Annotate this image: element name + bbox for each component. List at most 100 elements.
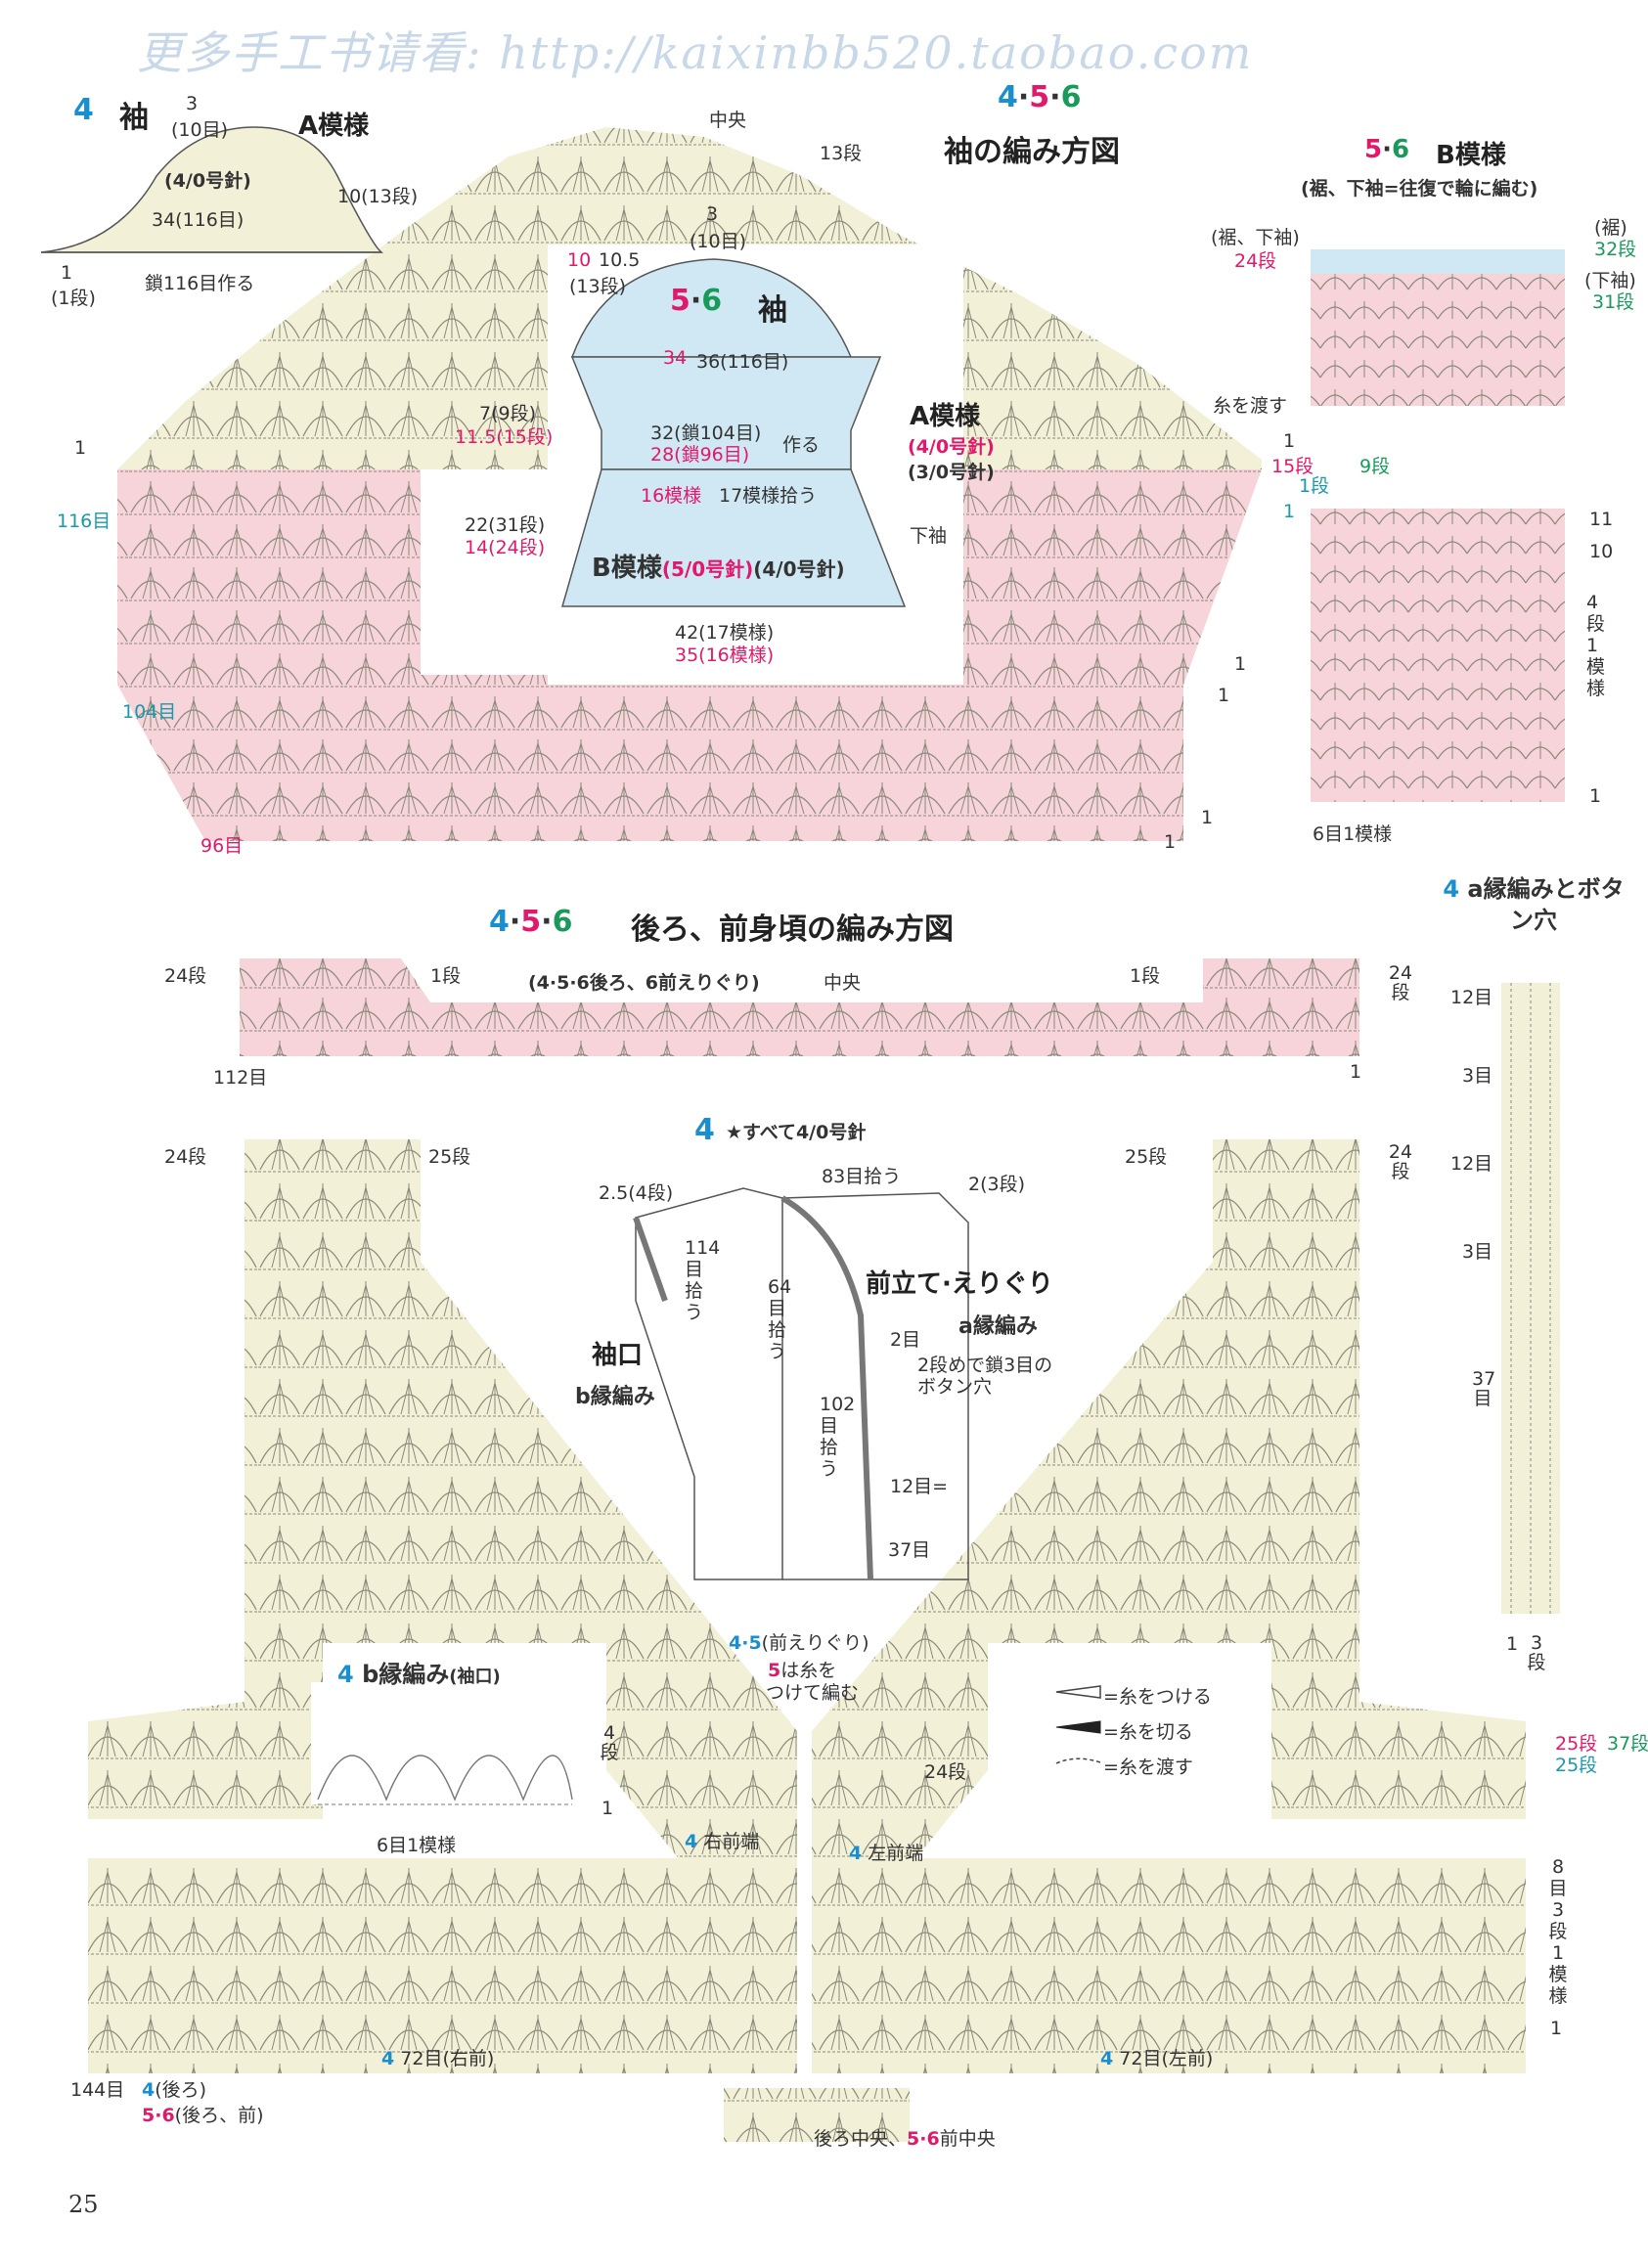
- b-pattern-r1: 1: [1589, 785, 1602, 807]
- body-chart-r24b-right: 24段: [1388, 1141, 1413, 1182]
- sleeve56-needle-a1: (4/0号針): [908, 436, 995, 458]
- sleeve4-needle: (4/0号針): [164, 170, 251, 192]
- front-diagram-e37: 37目: [888, 1539, 931, 1561]
- sleeve-chart-num-4: 4: [998, 80, 1018, 114]
- sleeve56-num-5: 5: [670, 284, 690, 318]
- body-chart-right-front: 右前端: [703, 1831, 760, 1852]
- b-pattern-rep: 4段1模様: [1586, 592, 1606, 699]
- body-chart-r1-left: 1段: [430, 965, 462, 987]
- body-chart-right-front-line: 4 右前端: [685, 1827, 759, 1853]
- sleeve56-w2a: 42(17模様): [675, 622, 775, 644]
- b-pattern-num-6: 6: [1391, 135, 1410, 164]
- sleeve-chart-one-g: 1: [1201, 807, 1214, 828]
- b-edging-r4: 4段: [600, 1722, 619, 1763]
- body-chart-r25b: 25段: [1555, 1733, 1598, 1755]
- body-chart-w112: 112目: [213, 1067, 268, 1089]
- sleeve-chart-r9: 9段: [1359, 456, 1391, 477]
- sleeve56-h1b: 10.5: [599, 249, 641, 271]
- b-edging-num: 4: [337, 1661, 354, 1688]
- front-diagram-pick83: 83目拾う: [822, 1166, 902, 1187]
- a-edging-strip: [1501, 983, 1560, 1614]
- b-pattern-nums: 5·6: [1364, 135, 1410, 164]
- page-number: 25: [68, 2191, 99, 2218]
- b-edging-sub: (袖口): [449, 1667, 501, 1687]
- a-edging-e12a: 12目: [1450, 987, 1493, 1008]
- body-top-band: [240, 958, 1359, 1056]
- sleeve56-mid1: 32(鎖104目): [650, 422, 762, 444]
- sleeve56-top: 3: [706, 203, 719, 225]
- body-chart-rf-num: 4: [685, 1831, 698, 1852]
- body-chart-r24c: 24段: [924, 1761, 967, 1783]
- b-pattern-stitch: 6目1模様: [1313, 823, 1393, 845]
- body-chart-center-front: 前中央: [939, 2128, 996, 2150]
- front-diagram-cuff: 袖口: [592, 1341, 644, 1370]
- body-chart-attach-line: 5は糸を: [768, 1656, 836, 1682]
- body-chart-back56: (後ろ、前): [174, 2105, 264, 2126]
- body-cream: [88, 1139, 1526, 2142]
- body-chart-neck45: (前えりぐり): [761, 1632, 869, 1654]
- front-diagram-pick102: 102目拾う: [820, 1394, 856, 1480]
- b-pattern-title: B模様: [1436, 141, 1506, 170]
- b-pattern-r-b: 32段: [1594, 239, 1637, 260]
- front-diagram-btn: 2段めで鎖3目のボタン穴: [917, 1355, 1053, 1398]
- body-chart-nums: 4·5·6: [489, 905, 573, 939]
- sleeve56-needle-b2: (4/0号針): [753, 557, 845, 581]
- body-chart-neck-note: (4·5·6後ろ、6前えりぐり): [528, 972, 760, 994]
- sleeve-chart-r1dan: 1段: [1299, 475, 1330, 497]
- body-chart-attach2: つけて編む: [766, 1682, 860, 1704]
- b-edging-r1: 1: [601, 1798, 614, 1819]
- sleeve56-h2b: 11.5(15段): [455, 426, 554, 448]
- sleeve56-w1a: 34: [663, 347, 688, 369]
- body-chart-w144: 144目: [70, 2079, 125, 2101]
- body-chart-back4-num: 4: [142, 2079, 156, 2101]
- sleeve-chart-one-c: 1: [1283, 430, 1296, 452]
- front-diagram-e2: 2目: [890, 1329, 921, 1351]
- a-edging-header: 4 a縁編みとボタン穴: [1436, 873, 1631, 936]
- sleeve-chart-nums: 4·5·6: [998, 80, 1082, 114]
- sleeve-chart-one-b: 1: [1164, 831, 1177, 853]
- body-chart-one-b: 1: [1550, 2018, 1563, 2039]
- front-diagram-e12: 12目=: [890, 1476, 949, 1497]
- sleeve4-title: 袖: [119, 101, 149, 135]
- b-pattern-left-lbl2: 24段: [1234, 250, 1277, 272]
- sleeve56-w1b: 36(116目): [696, 351, 789, 373]
- b-pattern-num-5: 5: [1364, 135, 1383, 164]
- front-diagram-placket: 前立て·えりぐり: [866, 1269, 1053, 1299]
- sleeve-chart-title: 袖の編み方図: [944, 135, 1120, 169]
- body-chart-num-4: 4: [489, 905, 510, 939]
- b-edging-title: b縁編み: [362, 1661, 450, 1688]
- body-chart-back56-line: 5·6(後ろ、前): [142, 2101, 264, 2127]
- sleeve-chart-l116: 116目: [57, 511, 111, 532]
- body-chart-w72r-num: 4: [381, 2048, 395, 2069]
- body-chart-left-front-line: 4 左前端: [849, 1839, 923, 1865]
- sleeve-chart-r15: 15段: [1271, 456, 1314, 477]
- body-chart-r8: 8目3段1模様: [1548, 1856, 1568, 2007]
- body-chart-title: 後ろ、前身頃の編み方図: [631, 912, 954, 947]
- sleeve56-needle-b1: (5/0号針): [661, 557, 754, 581]
- a-edging-e37: 37目: [1472, 1368, 1496, 1409]
- sleeve4-chain: 鎖116目作る: [145, 273, 255, 294]
- body-chart-r24b-left: 24段: [164, 1146, 207, 1168]
- front-schematic: [633, 1187, 969, 1580]
- front-diagram-cuff-b: b縁編み: [575, 1385, 655, 1409]
- sleeve-chart-num-6: 6: [1060, 80, 1082, 114]
- body-chart-n5: 5: [768, 1660, 781, 1681]
- sleeve-chart-center: 中央: [709, 110, 747, 131]
- sleeve56-num-6: 6: [701, 284, 723, 318]
- b-edging-stitch: 6目1模様: [377, 1835, 457, 1856]
- body-chart-n45: 4·5: [729, 1632, 762, 1654]
- b-edging-chart: [311, 1682, 575, 1805]
- b-pattern-r-d: 31段: [1592, 291, 1635, 313]
- b-pattern-chart: [1311, 249, 1565, 802]
- body-chart-lf-num: 4: [849, 1843, 863, 1864]
- sleeve4-row1: 1: [61, 262, 73, 284]
- body-chart-r1-right: 1段: [1130, 965, 1161, 987]
- body-chart-w72l-line: 4 72目(左前): [1100, 2044, 1213, 2070]
- body-chart-w72r-line: 4 72目(右前): [381, 2044, 494, 2070]
- sleeve-chart-num-5: 5: [1029, 80, 1050, 114]
- a-edging-e3a: 3目: [1462, 1065, 1493, 1087]
- body-chart-w72l: 72目(左前): [1119, 2048, 1214, 2069]
- sleeve56-pick17: 17模様拾う: [719, 485, 818, 507]
- front-diagram-num: 4: [694, 1113, 715, 1147]
- legend-cut: =糸を切る: [1103, 1721, 1193, 1743]
